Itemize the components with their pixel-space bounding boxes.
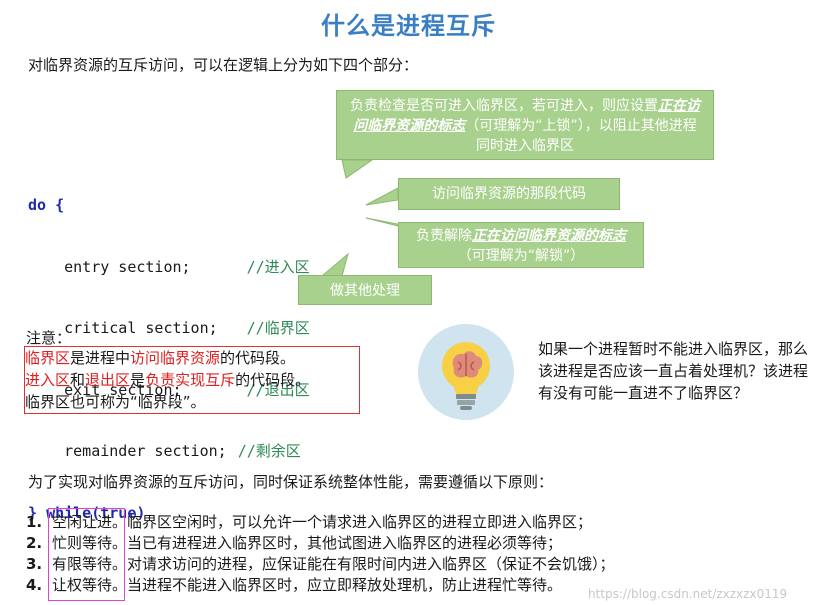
principle-name: 让权等待 xyxy=(52,576,113,594)
exit-flag-emphasis: 正在访问临界资源的标志 xyxy=(472,228,626,244)
list-item: 1.空闲让进。临界区空闲时，可以允许一个请求进入临界区的进程立即进入临界区； xyxy=(26,513,593,531)
do-keyword: do xyxy=(28,196,47,214)
remainder-callout-tail xyxy=(320,252,349,277)
critical-comment: //临界区 xyxy=(246,319,310,337)
note-line-3: 临界区也可称为“临界段”。 xyxy=(25,393,206,411)
page-title: 什么是进程互斥 xyxy=(321,12,496,40)
intro-text: 对临界资源的互斥访问，可以在逻辑上分为如下四个部分： xyxy=(28,56,419,74)
code-line-exit: exit section;//退出区 xyxy=(28,380,310,399)
principle-name: 有限等待 xyxy=(52,555,113,573)
principles-list: 1.空闲让进。临界区空闲时，可以允许一个请求进入临界区的进程立即进入临界区； 2… xyxy=(26,512,615,596)
watermark: https://blog.csdn.net/zxzxzx0119 xyxy=(588,587,788,601)
critical-section-callout: 访问临界资源的那段代码 xyxy=(398,178,620,210)
list-item: 3.有限等待。对请求访问的进程，应保证能在有限时间内进入临界区（保证不会饥饿）； xyxy=(26,555,615,573)
principle-name: 忙则等待 xyxy=(52,534,113,552)
note-line-1: 临界区是进程中访问临界资源的代码段。 xyxy=(25,349,296,367)
list-item: 4.让权等待。当进程不能进入临界区时，应立即释放处理机，防止进程忙等待。 xyxy=(26,576,563,594)
note-heading: 注意： xyxy=(26,329,72,347)
remainder-section-callout: 做其他处理 xyxy=(298,275,432,305)
critical-callout-tail xyxy=(365,187,399,206)
exit-comment: //退出区 xyxy=(246,380,310,399)
entry-comment: //进入区 xyxy=(246,257,310,276)
code-line-critical: critical section;//临界区 xyxy=(28,319,310,337)
code-line-do: do { xyxy=(28,196,65,214)
principle-names-highlight xyxy=(48,508,125,601)
entry-callout-tail xyxy=(341,159,374,179)
exit-section-callout: 负责解除正在访问临界资源的标志（可理解为“解锁”） xyxy=(398,222,644,268)
question-text: 如果一个进程暂时不能进入临界区，那么该进程是否应该一直占着处理机？该进程有没有可… xyxy=(538,340,809,402)
code-block: do { entry section;//进入区 critical sectio… xyxy=(28,154,310,544)
note-line-2: 进入区和退出区是负责实现互斥的代码段。 xyxy=(25,371,311,389)
code-line-entry: entry section;//进入区 xyxy=(28,257,310,276)
entry-section-callout: 负责检查是否可进入临界区，若可进入，则应设置正在访问临界资源的标志（可理解为“上… xyxy=(336,90,714,160)
entry-flag-emphasis: 正在访问临界资源的标志 xyxy=(353,98,700,134)
remainder-comment: //剩余区 xyxy=(237,442,301,460)
list-item: 2.忙则等待。当已有进程进入临界区时，其他试图进入临界区的进程必须等待； xyxy=(26,534,563,552)
principles-intro: 为了实现对临界资源的互斥访问，同时保证系统整体性能，需要遵循以下原则： xyxy=(28,473,554,491)
lightbulb-brain-icon xyxy=(418,324,514,420)
note-box: 临界区是进程中访问临界资源的代码段。 进入区和退出区是负责实现互斥的代码段。 临… xyxy=(24,346,360,414)
code-line-remainder: remainder section;//剩余区 xyxy=(28,442,301,460)
principle-name: 空闲让进 xyxy=(52,513,113,531)
